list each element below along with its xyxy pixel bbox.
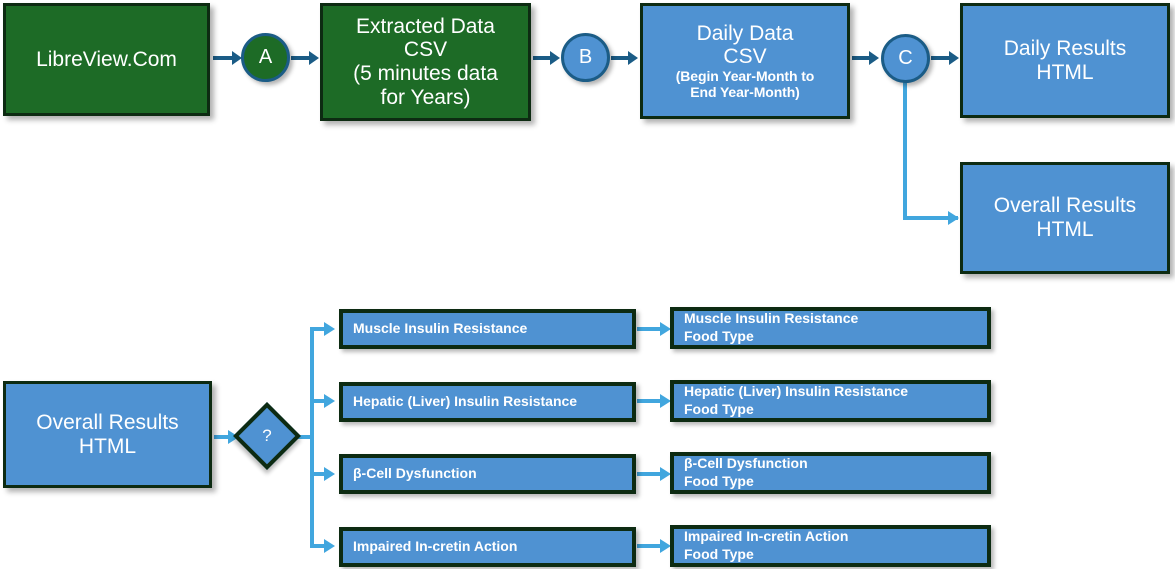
category-label-1: Hepatic (Liver) Insulin Resistance [353,393,578,410]
node-daily-data-csv[interactable]: Daily Data CSV (Begin Year-Month to End … [640,3,850,119]
extracted-line-4: for Years) [380,85,471,109]
detail-label-1-line-1: Hepatic (Liver) Insulin Resistance [684,383,909,400]
connector-decision-to-trunk [291,435,314,439]
detail-box-beta-cell-dysfunction[interactable]: β-Cell Dysfunction Food Type [670,452,991,494]
arrowhead-branch-2 [324,394,335,408]
connector-extracted-to-b [533,56,554,60]
connector-category-1-to-detail-1 [637,327,664,331]
category-box-beta-cell-dysfunction[interactable]: β-Cell Dysfunction [339,454,636,494]
overall-results-top-line-2: HTML [1036,218,1094,241]
daily-data-line-1: Daily Data [696,21,794,45]
arrowhead-a-to-extracted [309,51,319,65]
connector-c-to-overall-results-segment [903,216,958,220]
daily-results-line-1: Daily Results [1003,36,1127,60]
category-label-3: Impaired In-cretin Action [353,538,518,555]
connector-a-to-extracted [291,56,313,60]
connector-branch-3 [310,472,328,476]
arrowhead-branch-3 [324,467,335,481]
extracted-line-3: (5 minutes data [353,62,498,85]
connector-libreview-to-a [213,56,236,60]
overall-results-bottom-line-2: HTML [78,434,137,458]
extracted-line-1: Extracted Data [356,14,495,38]
daily-data-line-2: CSV [723,45,767,69]
arrowhead-branch-4 [324,539,335,553]
connector-branch-trunk [310,327,314,548]
extracted-line-2: CSV [403,38,448,62]
decision-diamond-label: ? [262,426,272,445]
category-box-muscle-insulin-resistance[interactable]: Muscle Insulin Resistance [339,309,636,349]
detail-label-2-line-2: Food Type [684,473,754,489]
detail-label-1-line-2: Food Type [684,401,754,417]
connector-c-down-segment [903,78,907,218]
daily-data-line-4: End Year-Month) [690,83,800,100]
connector-b-to-daily-data [611,56,632,60]
connector-branch-4 [310,544,328,548]
category-label-0: Muscle Insulin Resistance [353,320,528,337]
node-overall-results-html-top[interactable]: Overall Results HTML [960,162,1170,274]
arrowhead-libreview-to-a [232,51,242,65]
arrowhead-category-3-to-detail-3 [660,467,671,481]
detail-box-impaired-incretin-action[interactable]: Impaired In-cretin Action Food Type [670,525,991,567]
connector-c-to-daily-results [931,56,953,60]
arrowhead-category-1-to-detail-1 [660,322,671,336]
detail-label-3-line-1: Impaired In-cretin Action [684,528,849,545]
arrowhead-category-4-to-detail-4 [660,539,671,553]
detail-label-2-line-1: β-Cell Dysfunction [684,455,808,472]
arrowhead-branch-1 [324,322,335,336]
node-daily-results-html[interactable]: Daily Results HTML [960,3,1170,118]
node-overall-results-html-bottom[interactable]: Overall Results HTML [3,381,212,488]
overall-results-bottom-line-1: Overall Results [36,410,179,434]
detail-box-hepatic-insulin-resistance[interactable]: Hepatic (Liver) Insulin Resistance Food … [670,380,991,422]
detail-label-0-line-1: Muscle Insulin Resistance [684,310,859,327]
connector-branch-1 [310,327,328,331]
category-box-impaired-incretin-action[interactable]: Impaired In-cretin Action [339,527,636,567]
overall-results-top-line-1: Overall Results [993,194,1137,218]
daily-data-line-3: (Begin Year-Month to [675,67,815,84]
detail-label-0-line-2: Food Type [684,328,754,344]
category-box-hepatic-insulin-resistance[interactable]: Hepatic (Liver) Insulin Resistance [339,382,636,422]
connector-node-b[interactable]: B [561,33,610,82]
node-libreview-com-label: LibreView.Com [36,47,177,71]
connector-node-a-label: A [258,46,273,68]
connector-node-c-label: C [898,47,913,69]
detail-label-3-line-2: Food Type [684,546,754,562]
connector-category-2-to-detail-2 [637,399,664,403]
connector-node-b-label: B [578,46,593,68]
node-extracted-data-csv[interactable]: Extracted Data CSV (5 minutes data for Y… [320,3,531,121]
arrowhead-extracted-to-b [550,51,560,65]
category-label-2: β-Cell Dysfunction [353,465,477,482]
connector-daily-data-to-c [852,56,873,60]
connector-node-a[interactable]: A [241,33,290,82]
arrowhead-c-to-daily-results [949,51,959,65]
node-libreview-com[interactable]: LibreView.Com [3,3,210,116]
decision-diamond[interactable]: ? [233,402,301,470]
daily-results-line-2: HTML [1036,60,1094,84]
arrowhead-daily-data-to-c [869,51,879,65]
connector-category-3-to-detail-3 [637,472,664,476]
arrowhead-category-2-to-detail-2 [660,394,671,408]
arrowhead-c-to-overall-results [948,211,959,225]
detail-box-muscle-insulin-resistance[interactable]: Muscle Insulin Resistance Food Type [670,307,991,349]
connector-category-4-to-detail-4 [637,544,664,548]
connector-branch-2 [310,399,328,403]
arrowhead-b-to-daily-data [628,51,638,65]
connector-node-c[interactable]: C [881,34,930,83]
connector-overall-to-decision [214,435,232,439]
